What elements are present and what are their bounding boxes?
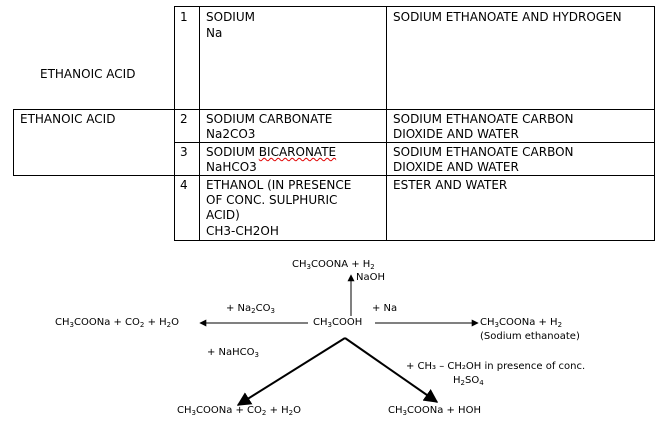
bottom-right-product: CH3COONa + HOH	[388, 405, 481, 417]
row1-number: 1	[180, 10, 188, 24]
row2-product-line2: DIOXIDE AND WATER	[393, 127, 519, 141]
row3-reactant: SODIUM BICARONATE	[206, 145, 337, 159]
row1-formula: Na	[206, 26, 223, 40]
table-block-bottom	[174, 175, 655, 241]
row3-formula: NaHCO3	[206, 160, 257, 174]
left-product: CH3COONa + CO2 + H2O	[55, 317, 179, 329]
right-reagent: + Na	[372, 303, 398, 314]
row4-reactant-line1: ETHANOL (IN PRESENCE	[206, 178, 352, 192]
row3-number: 3	[180, 145, 188, 159]
arrow-bottom-left	[236, 337, 346, 406]
bottom-left-product: CH3COONa + CO2 + H2O	[177, 405, 301, 417]
right-product: CH3COONa + H2	[480, 317, 563, 329]
left-label-top: ETHANOIC ACID	[40, 67, 136, 81]
row3-product-line1: SODIUM ETHANOATE CARBON	[393, 145, 574, 159]
col-divider-num	[199, 6, 200, 241]
row-divider-2-3	[174, 142, 655, 143]
row4-reactant-line2: OF CONC. SULPHURIC	[206, 193, 338, 207]
top-reagent: NaOH	[356, 272, 385, 283]
bottom-left-reagent: + NaHCO3	[207, 347, 260, 359]
bottom-right-reagent-line2: H2SO4	[453, 375, 484, 387]
row4-formula: CH3-CH2OH	[206, 224, 279, 238]
left-label-row2: ETHANOIC ACID	[20, 112, 116, 126]
row1-product: SODIUM ETHANOATE AND HYDROGEN	[393, 10, 622, 24]
top-product: CH3COONA + H2	[292, 259, 375, 271]
col-divider-product	[386, 6, 387, 241]
row3-product-line2: DIOXIDE AND WATER	[393, 160, 519, 174]
spellcheck-underlined-word: BICARONATE	[258, 145, 337, 159]
col-divider-left-label	[174, 109, 175, 176]
row1-reactant: SODIUM	[206, 10, 255, 24]
row4-number: 4	[180, 178, 188, 192]
center-compound: CH3COOH	[313, 317, 363, 329]
row2-formula: Na2CO3	[206, 127, 256, 141]
row2-reactant: SODIUM CARBONATE	[206, 112, 333, 126]
row4-product: ESTER AND WATER	[393, 178, 508, 192]
row2-product-line1: SODIUM ETHANOATE CARBON	[393, 112, 574, 126]
row4-reactant-line3: ACID)	[206, 208, 240, 222]
arrow-bottom-right	[344, 337, 439, 403]
row2-number: 2	[180, 112, 188, 126]
left-reagent: + Na2CO3	[226, 303, 275, 315]
bottom-right-reagent-line1: + CH₃ – CH₂OH in presence of conc.	[406, 361, 586, 372]
right-product-note: (Sodium ethanoate)	[480, 331, 580, 342]
